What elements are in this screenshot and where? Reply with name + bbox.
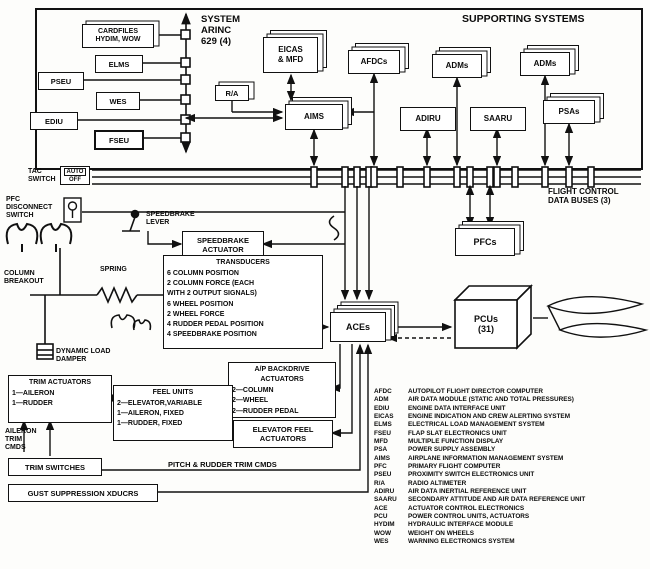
transducers-title: TRANSDUCERS xyxy=(216,259,270,266)
ra-box: R/A xyxy=(215,81,255,101)
fseu-box: FSEU xyxy=(94,130,144,150)
wes-box: WES xyxy=(96,92,140,110)
bus-break-symbol xyxy=(328,215,340,241)
aims-box: AIMS xyxy=(285,97,352,130)
elevator-feel-actuators-box: ELEVATOR FEEL ACTUATORS xyxy=(233,420,333,448)
feel-units-item: 1—RUDDER, FIXED xyxy=(117,420,183,428)
ap-backdrive-actuators-box: A/P BACKDRIVE ACTUATORS 2—COLUMN 2—WHEEL… xyxy=(228,362,336,418)
pfcs-box: PFCs xyxy=(455,221,524,256)
aces-box: ACEs xyxy=(330,301,399,342)
trim-switches-box: TRIM SWITCHES xyxy=(8,458,102,476)
feel-units-box: FEEL UNITS 2—ELEVATOR,VARIABLE 1—AILERON… xyxy=(113,385,233,441)
adiru-box: ADIRU xyxy=(400,107,456,131)
adms-right-box: ADMs xyxy=(520,45,579,76)
afdcs-box: AFDCs xyxy=(348,43,409,74)
trim-actuators-title: TRIM ACTUATORS xyxy=(28,379,92,386)
ap-backdrive-title: A/P BACKDRIVE ACTUATORS xyxy=(254,366,310,384)
supporting-systems-frame xyxy=(35,8,643,170)
speedbrake-lever-icon xyxy=(122,209,140,232)
transducers-box: TRANSDUCERS 6 COLUMN POSITION 2 COLUMN F… xyxy=(163,255,323,349)
tac-switch[interactable]: AUTO OFF xyxy=(60,166,90,185)
spring-icon xyxy=(96,285,138,305)
transducers-line: 4 SPEEDBRAKE POSITION xyxy=(167,330,257,338)
column-breakout-label: COLUMN BREAKOUT xyxy=(4,270,44,286)
speedbrake-lever-label: SPEEDBRAKE LEVER xyxy=(146,211,195,227)
adms-left-box: ADMs xyxy=(432,47,491,78)
transducers-line: 6 WHEEL POSITION xyxy=(167,300,234,308)
ap-backdrive-item: 2—COLUMN xyxy=(232,387,274,395)
ap-backdrive-item: 2—RUDDER PEDAL xyxy=(232,407,299,415)
trim-actuators-item: 1—AILERON xyxy=(12,390,55,398)
cardfiles-box: CARDFILES HYDIM, WOW xyxy=(82,20,160,48)
pcu-cube xyxy=(453,284,533,350)
control-yoke-icons xyxy=(5,222,73,252)
trim-actuators-item: 1—RUDDER xyxy=(12,400,53,408)
transducers-line: 6 COLUMN POSITION xyxy=(167,270,239,278)
pfc-disconnect-switch-icon xyxy=(63,197,82,223)
flight-control-surfaces-icon xyxy=(546,296,649,338)
pitch-rudder-trim-cmds-label: PITCH & RUDDER TRIM CMDS xyxy=(168,460,277,469)
transducers-line: 4 RUDDER PEDAL POSITION xyxy=(167,320,264,328)
saaru-box: SAARU xyxy=(470,107,526,131)
trim-actuators-box: TRIM ACTUATORS 1—AILERON 1—RUDDER xyxy=(8,375,112,423)
supporting-systems-title: SUPPORTING SYSTEMS xyxy=(462,13,585,25)
elms-box: ELMS xyxy=(95,55,143,73)
spring-label: SPRING xyxy=(100,266,127,273)
bus-drop-lines xyxy=(184,72,574,167)
arinc-coupler-icons xyxy=(180,29,191,143)
dynamic-load-damper-label: DYNAMIC LOAD DAMPER xyxy=(56,348,111,364)
pcus-label: PCUs (31) xyxy=(473,314,498,334)
pfc-disconnect-switch-label: PFC DISCONNECT SWITCH xyxy=(6,196,53,220)
dynamic-load-damper-icon xyxy=(36,343,54,360)
gust-suppression-xducrs-box: GUST SUPPRESSION XDUCRS xyxy=(8,484,158,502)
arinc-629-label: SYSTEM ARINC 629 (4) xyxy=(201,14,241,47)
feel-units-item: 1—AILERON, FIXED xyxy=(117,410,184,418)
feel-units-title: FEEL UNITS xyxy=(152,389,194,396)
lower-connectors xyxy=(19,211,548,493)
pseu-box: PSEU xyxy=(38,72,84,90)
flight-control-data-buses xyxy=(92,166,641,188)
tac-auto-option[interactable]: AUTO xyxy=(63,168,87,176)
arinc-629-bus xyxy=(76,12,191,154)
ace-pfc-drop-lines xyxy=(340,184,495,301)
tac-off-option[interactable]: OFF xyxy=(69,177,81,183)
ediu-box: EDIU xyxy=(30,112,78,130)
eicas-mfd-box: EICAS & MFD xyxy=(263,30,327,73)
aileron-trim-cmds-label: AILERON TRIM CMDS xyxy=(5,428,37,452)
mechanical-linkage xyxy=(30,248,163,360)
psas-box: PSAs xyxy=(543,93,604,124)
ap-backdrive-item: 2—WHEEL xyxy=(232,397,269,405)
wheel-icons xyxy=(110,314,152,331)
transducers-line: 2 COLUMN FORCE (EACH WITH 2 OUTPUT SIGNA… xyxy=(167,280,257,298)
feel-units-item: 2—ELEVATOR,VARIABLE xyxy=(117,400,203,408)
flight-control-data-buses-label: FLIGHT CONTROL DATA BUSES (3) xyxy=(548,187,619,206)
transducers-line: 2 WHEEL FORCE xyxy=(167,310,225,318)
tac-switch-label: TAC SWITCH xyxy=(28,168,56,184)
